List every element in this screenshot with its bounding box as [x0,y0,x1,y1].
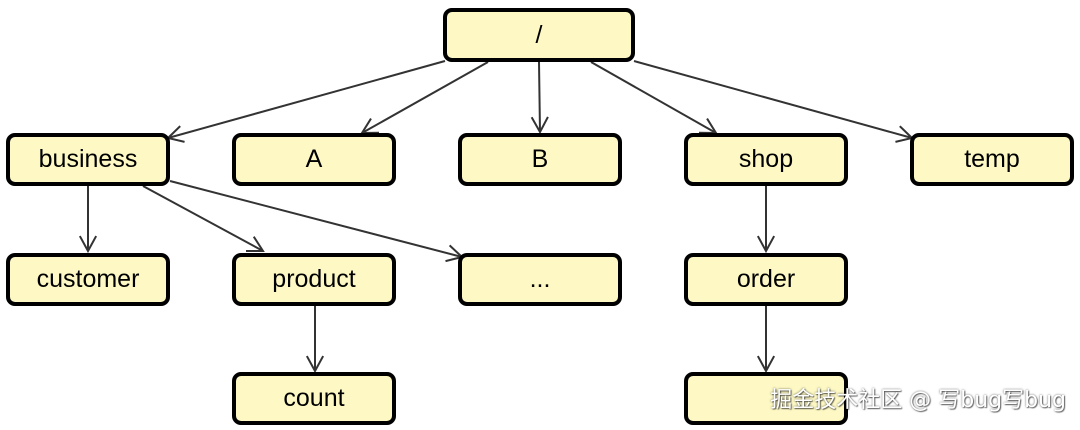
node-customer[interactable]: customer [6,253,170,306]
arrowhead-icon [756,235,776,254]
edge-line [590,61,717,134]
node-order[interactable]: order [684,253,848,306]
node-business-label: business [38,145,138,173]
node-b[interactable]: B [458,133,622,186]
arrowhead-icon [756,355,776,374]
node-customer-label: customer [36,265,140,293]
node-a-label: A [305,145,323,173]
node-more[interactable]: ... [458,253,622,306]
edge-root-b [530,61,549,135]
arrowhead-icon [305,355,325,374]
edge-line [361,61,489,134]
edge-business-more [169,180,465,263]
node-root[interactable]: / [443,8,635,62]
edge-business-product [142,185,265,253]
node-business[interactable]: business [6,133,170,186]
node-product-label: product [272,265,356,293]
node-temp[interactable]: temp [910,133,1074,186]
node-temp-label: temp [964,145,1020,173]
node-order-label: order [736,265,796,293]
node-product[interactable]: product [232,253,396,306]
edge-line [633,60,913,139]
edge-root-business [165,60,446,143]
arrowhead-icon [530,116,549,135]
node-shop-label: shop [738,145,794,173]
edge-layer [78,60,915,374]
watermark-text: 掘金技术社区 @ 写bug写bug [770,388,1066,413]
arrowhead-icon [245,236,265,253]
node-b-label: B [531,145,549,173]
edge-shop-order [756,186,776,254]
arrowhead-icon [78,235,98,254]
edge-root-a [360,61,489,135]
edge-line [167,60,446,139]
edge-order-blank [756,306,776,374]
node-more-label: ... [529,265,551,293]
node-count-label: count [283,384,345,412]
edge-line [169,180,463,258]
edge-root-shop [590,61,718,135]
node-blank[interactable] [684,372,848,425]
edge-business-customer [78,186,98,254]
node-a[interactable]: A [232,133,396,186]
node-shop[interactable]: shop [684,133,848,186]
node-root-label: / [535,20,543,49]
edge-line [538,61,541,133]
edge-root-temp [633,60,915,143]
node-count[interactable]: count [232,372,396,425]
edge-product-count [305,306,325,374]
edge-line [142,185,264,252]
